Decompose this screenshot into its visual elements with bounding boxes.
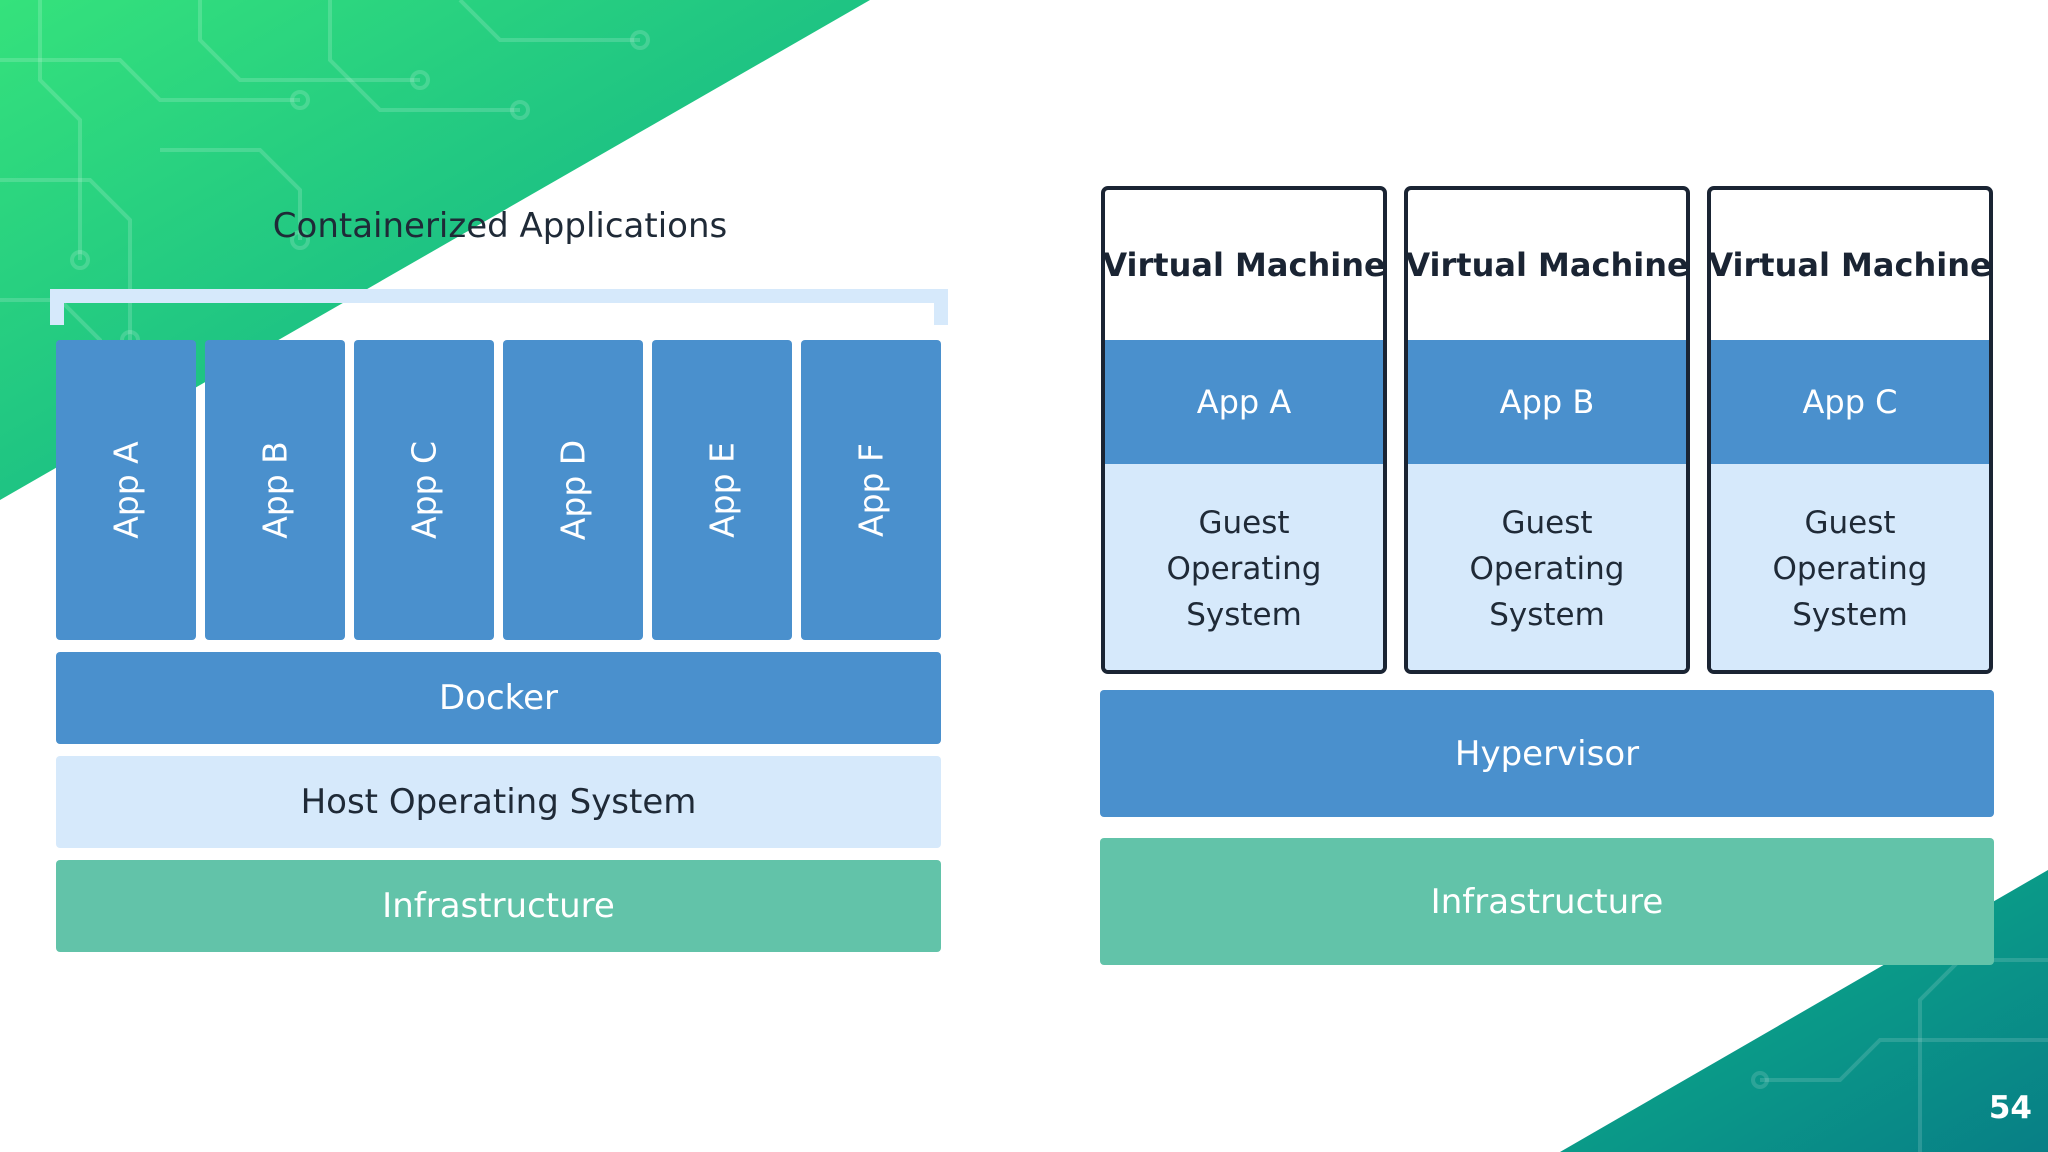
apps-bracket-left — [50, 289, 64, 325]
apps-bracket — [50, 289, 948, 303]
apps-bracket-right — [934, 289, 948, 325]
vm-app: App B — [1408, 340, 1686, 464]
virtual-machine-1: Virtual Machine App A Guest Operating Sy… — [1101, 186, 1387, 674]
container-app-f: App F — [801, 340, 941, 640]
vm-title: Virtual Machine — [1102, 246, 1386, 284]
virtual-machine-3: Virtual Machine App C Guest Operating Sy… — [1707, 186, 1993, 674]
vm-guest-os: Guest Operating System — [1105, 464, 1383, 670]
vm-guest-os-label: Guest Operating System — [1166, 505, 1322, 633]
container-app-label: App C — [404, 440, 444, 540]
docker-layer: Docker — [56, 652, 941, 744]
container-app-label: App F — [851, 443, 891, 537]
vm-guest-os: Guest Operating System — [1711, 464, 1989, 670]
container-app-d: App D — [503, 340, 643, 640]
container-app-a: App A — [56, 340, 196, 640]
vm-guest-os-label: Guest Operating System — [1772, 505, 1928, 633]
page-number: 54 — [1988, 1090, 2032, 1126]
vm-title: Virtual Machine — [1405, 246, 1689, 284]
container-app-label: App D — [553, 439, 593, 541]
container-app-e: App E — [652, 340, 792, 640]
container-infrastructure-layer: Infrastructure — [56, 860, 941, 952]
container-app-b: App B — [205, 340, 345, 640]
container-app-label: App A — [106, 441, 146, 539]
host-os-layer: Host Operating System — [56, 756, 941, 848]
containerized-apps-title: Containerized Applications — [272, 206, 728, 246]
container-app-label: App E — [702, 442, 742, 538]
vm-infrastructure-layer: Infrastructure — [1100, 838, 1994, 965]
vm-title: Virtual Machine — [1708, 246, 1992, 284]
container-app-label: App B — [255, 441, 295, 539]
virtual-machine-2: Virtual Machine App B Guest Operating Sy… — [1404, 186, 1690, 674]
vm-guest-os: Guest Operating System — [1408, 464, 1686, 670]
circuit-pattern-bottom — [1751, 958, 2048, 1152]
container-app-c: App C — [354, 340, 494, 640]
vm-guest-os-label: Guest Operating System — [1469, 505, 1625, 633]
vm-app: App C — [1711, 340, 1989, 464]
vm-app: App A — [1105, 340, 1383, 464]
hypervisor-layer: Hypervisor — [1100, 690, 1994, 817]
